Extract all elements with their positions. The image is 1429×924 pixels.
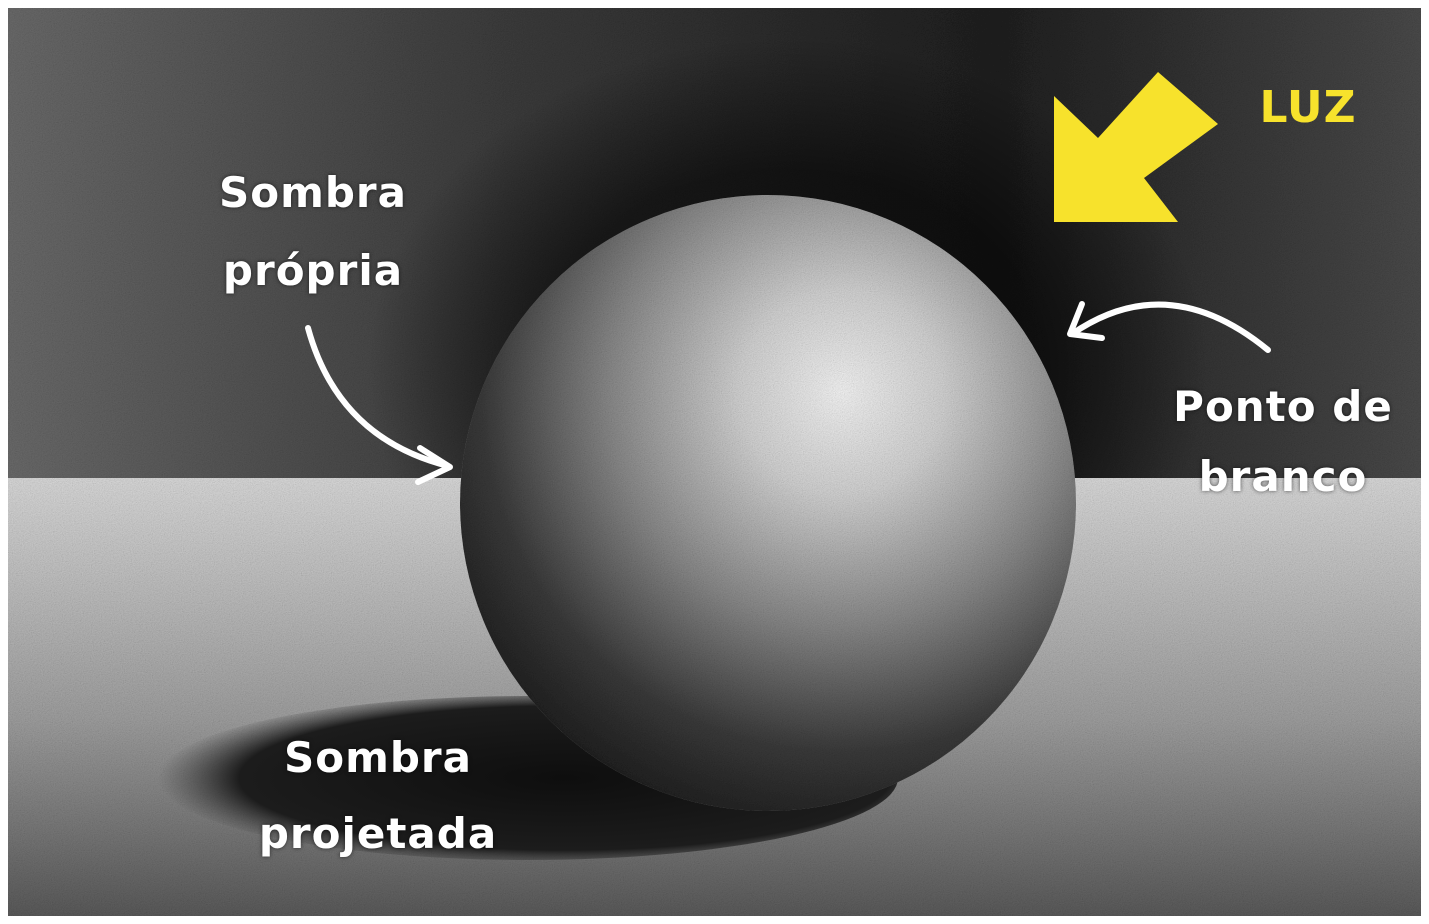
highlight-label: Ponto de branco [1148, 372, 1418, 512]
cast-shadow-label-line-1: Sombra [238, 720, 518, 796]
sphere [460, 195, 1076, 811]
drawing-frame: Sombra própria Ponto de branco Sombra pr… [8, 8, 1421, 916]
highlight-label-line-2: branco [1148, 442, 1418, 512]
cast-shadow-label-line-2: projetada [238, 796, 518, 872]
highlight-label-line-1: Ponto de [1148, 372, 1418, 442]
own-shadow-label-line-1: Sombra [198, 154, 428, 232]
own-shadow-label: Sombra própria [198, 154, 428, 310]
light-label: LUZ [1238, 78, 1378, 138]
own-shadow-label-line-2: própria [198, 232, 428, 310]
cast-shadow-label: Sombra projetada [238, 720, 518, 872]
